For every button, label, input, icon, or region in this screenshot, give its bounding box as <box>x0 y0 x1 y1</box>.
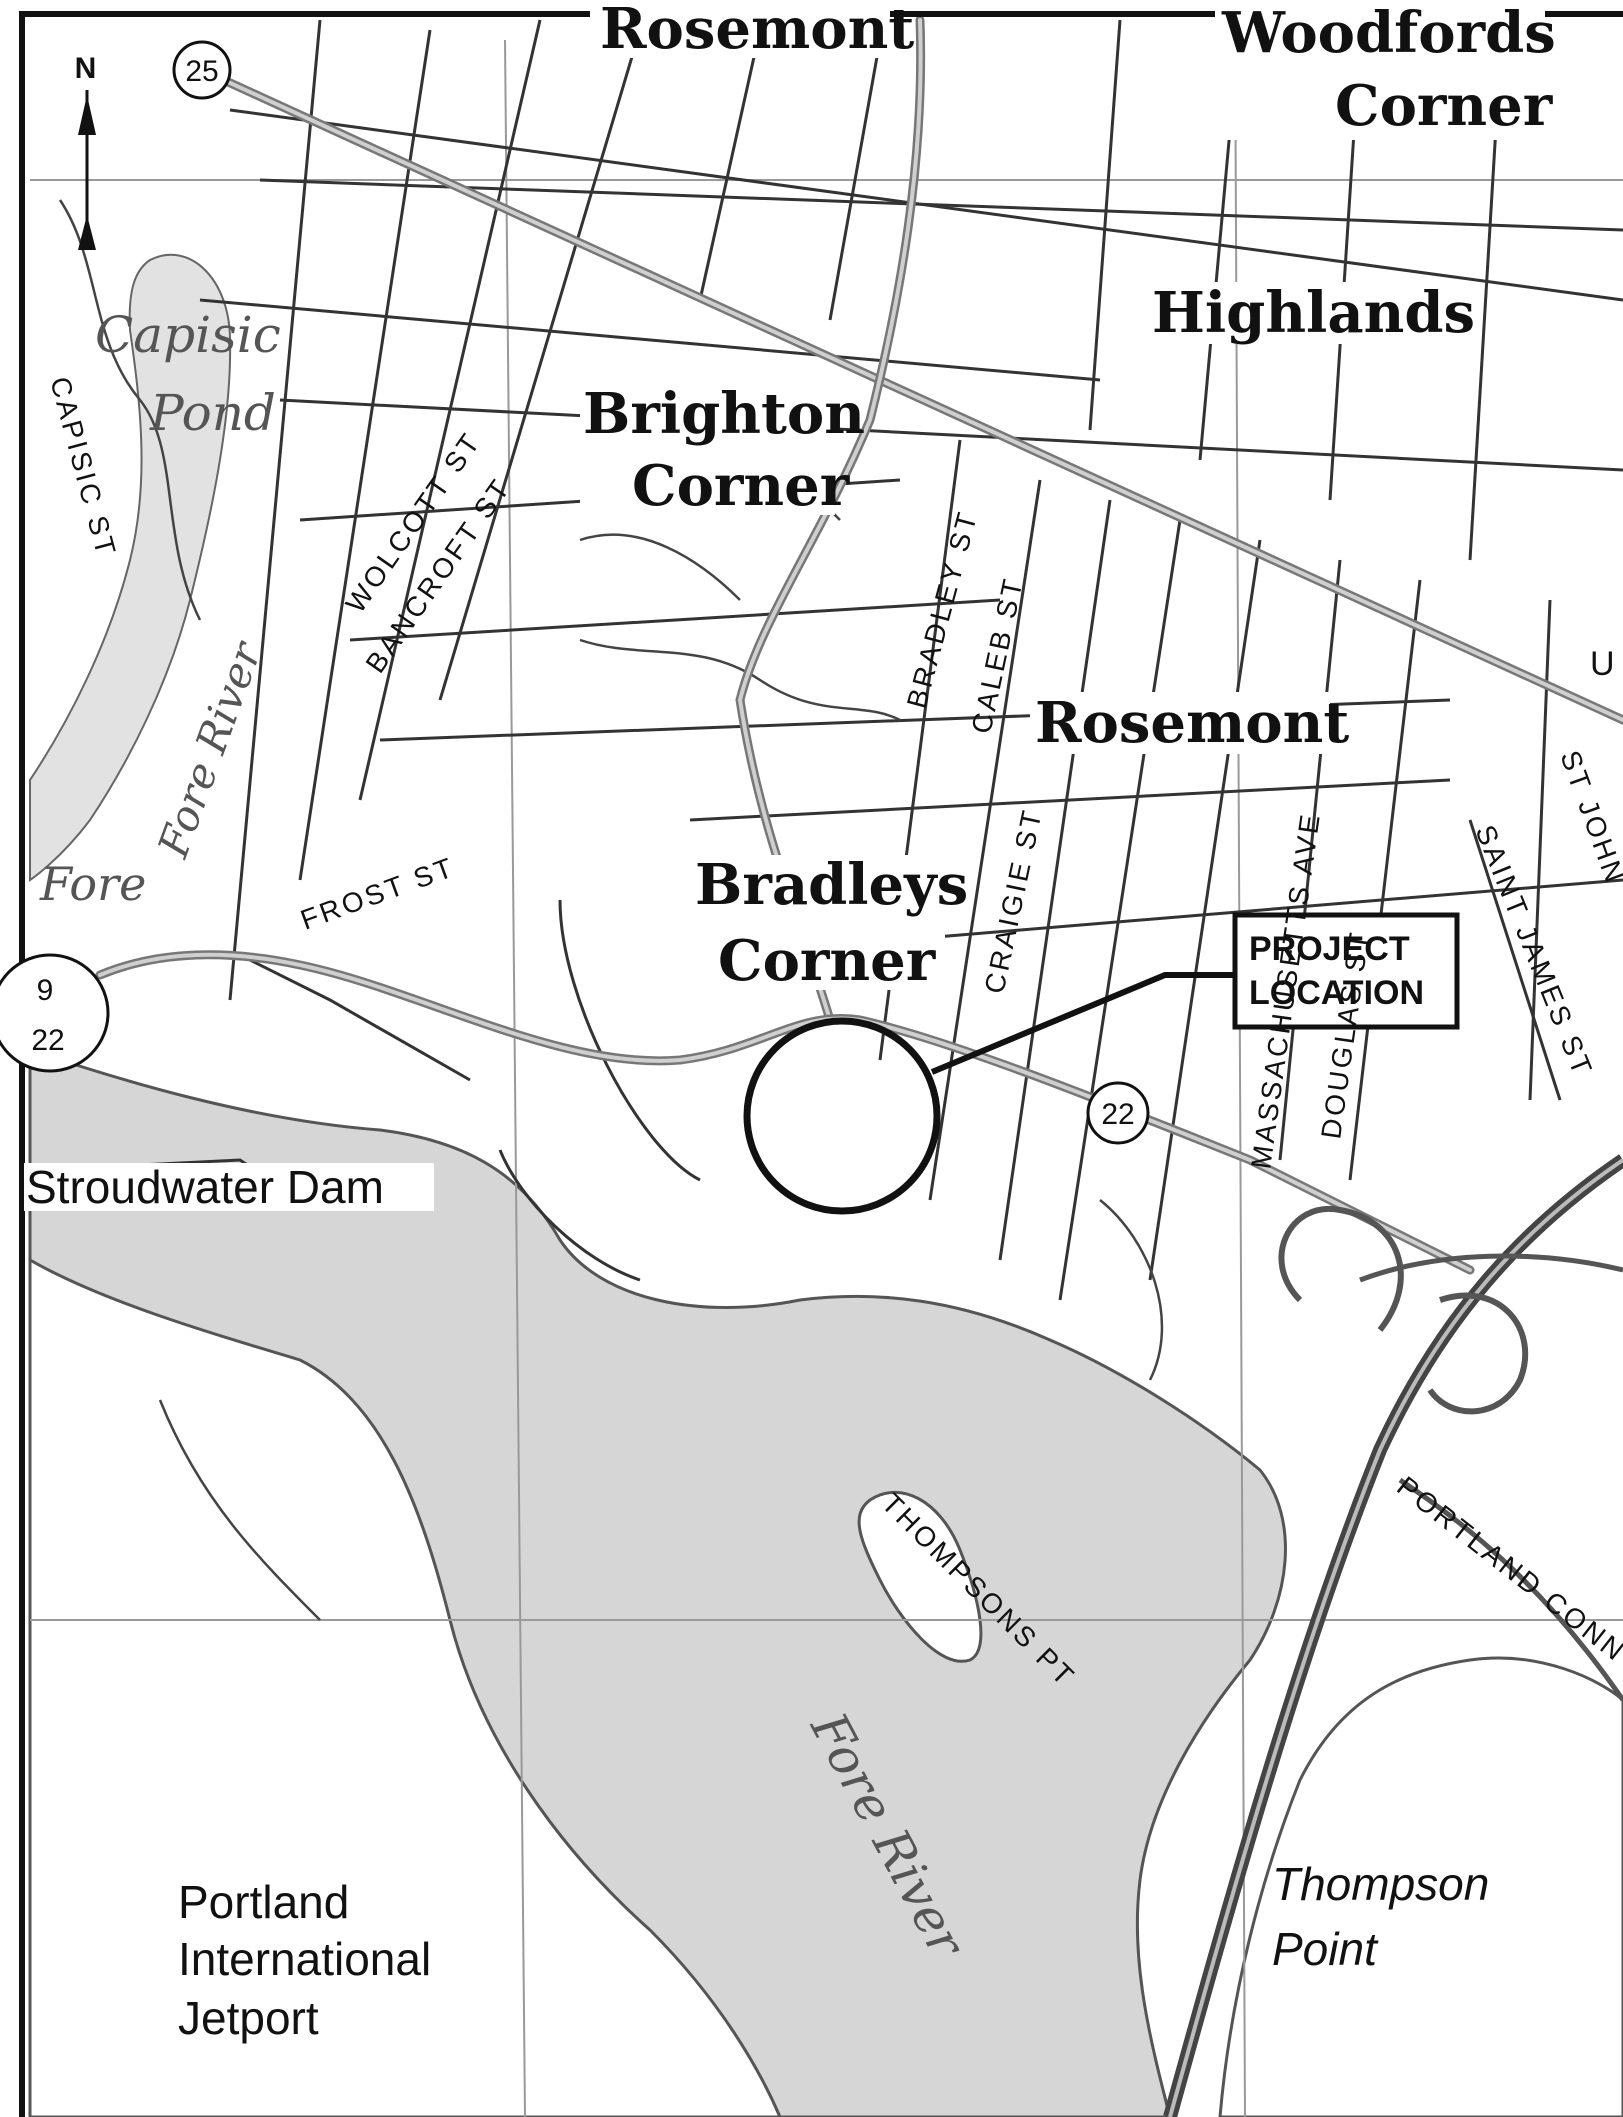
place-labels: Stroudwater Dam Portland International J… <box>24 1161 1489 2044</box>
project-location-circle <box>743 1017 941 1215</box>
route-25-number: 25 <box>185 55 218 88</box>
bradleys-corner-label: Corner <box>718 928 937 994</box>
water-areas <box>28 253 1623 2117</box>
callout-line-1: PROJECT <box>1249 930 1410 968</box>
frost-st-label: FROST ST <box>296 851 459 936</box>
international-label: International <box>178 1933 431 1985</box>
street-network <box>39 19 1623 1301</box>
point-label: Point <box>1272 1923 1379 1975</box>
woodfords-corner-label: Corner <box>1335 73 1554 139</box>
north-label: N <box>75 52 100 85</box>
woodfords-label: Woodfords <box>1221 0 1556 66</box>
brighton-label: Brighton <box>583 381 865 447</box>
brighton-corner-label: Corner <box>632 453 851 519</box>
u-fragment-label: U <box>1590 645 1618 683</box>
fore-label: Fore <box>39 857 146 911</box>
contour-lines <box>58 199 1164 1621</box>
route-22-east-number: 22 <box>1101 1098 1134 1131</box>
craigie-st-label: CRAIGIE ST <box>979 805 1049 996</box>
callout-line-2: LOCATION <box>1249 974 1424 1012</box>
st-john-label: ST JOHN <box>1554 746 1623 888</box>
route-22-west-number: 22 <box>31 1024 64 1057</box>
stroudwater-dam-label: Stroudwater Dam <box>26 1161 384 1213</box>
portland-label: Portland <box>178 1876 349 1928</box>
project-location-callout-box <box>1232 912 1460 1030</box>
route-shield-22-east: 22 <box>1086 1081 1150 1145</box>
town-labels: Rosemont Woodfords Corner Highlands Brig… <box>580 0 1556 994</box>
rosemont-mid-label: Rosemont <box>1035 690 1349 756</box>
capisic-st-label: CAPISIC ST <box>44 374 122 561</box>
route-shield-9-22: 9 22 <box>0 953 110 1073</box>
capisic-pond-water <box>29 253 232 882</box>
rosemont-top-label: Rosemont <box>600 0 914 62</box>
bradley-st-label: BRADLEY ST <box>901 507 984 712</box>
saint-james-st-label: SAINT JAMES ST <box>1469 821 1598 1082</box>
caleb-st-label: CALEB ST <box>966 574 1029 736</box>
pond-label: Pond <box>149 384 276 442</box>
highlands-label: Highlands <box>1152 280 1475 346</box>
project-location: PROJECT LOCATION <box>743 912 1460 1215</box>
jetport-label: Jetport <box>178 1992 319 2044</box>
thompson-label: Thompson <box>1272 1858 1489 1910</box>
route-9-number: 9 <box>37 974 54 1007</box>
portland-conn-label: PORTLAND CONN <box>1391 1470 1623 1668</box>
bradleys-label: Bradleys <box>695 852 968 918</box>
north-arrow-head-icon <box>78 95 96 135</box>
route-shield-25: 25 <box>172 40 232 100</box>
north-arrow: N <box>75 52 100 250</box>
capisic-label: Capisic <box>95 306 281 364</box>
